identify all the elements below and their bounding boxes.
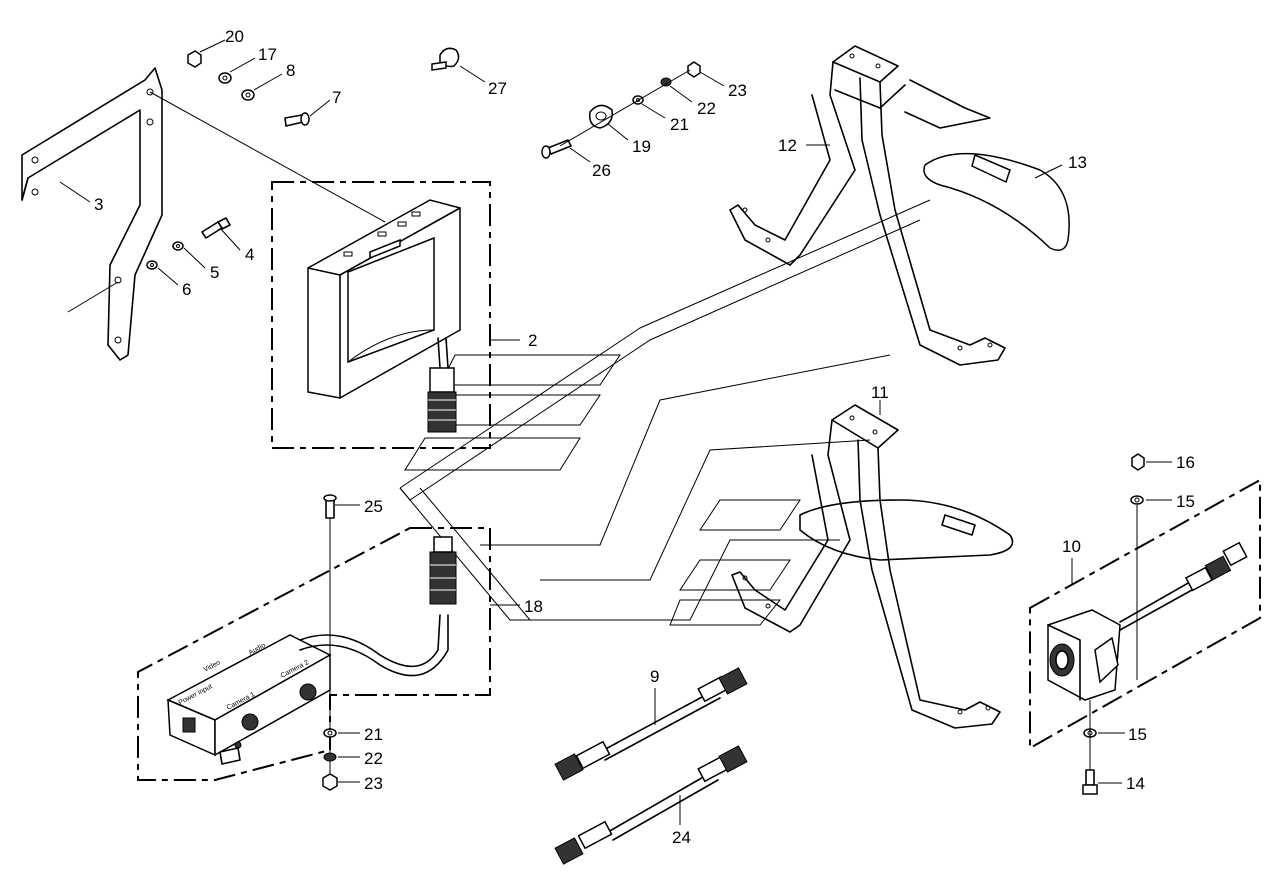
cable-9 (554, 667, 748, 781)
callout-14: 14 (1126, 774, 1145, 793)
mounting-bracket-3 (21, 67, 386, 361)
washer-22-top (660, 77, 672, 87)
screw-4 (201, 217, 231, 239)
callout-21-top: 21 (670, 115, 689, 134)
callout-18: 18 (524, 597, 543, 616)
bracket-11 (731, 404, 1014, 729)
screw-26 (541, 139, 572, 159)
callout-24: 24 (672, 828, 691, 847)
callout-10: 10 (1062, 537, 1081, 556)
screw-7 (284, 112, 310, 127)
screw-14 (1082, 769, 1098, 795)
label-video: Video (203, 659, 222, 674)
bracket-12 (729, 45, 1006, 366)
callout-23-top: 23 (728, 81, 747, 100)
control-box-18: Video Audio Power input Camera 1 Camera … (137, 527, 491, 781)
callout-22-top: 22 (697, 99, 716, 118)
callout-16: 16 (1176, 453, 1195, 472)
nut-23-bottom (322, 773, 338, 791)
callout-6: 6 (182, 280, 191, 299)
washer-6 (146, 260, 158, 270)
clamp-27 (431, 47, 460, 71)
nut-23-top (687, 61, 701, 78)
washer-15-top (1130, 495, 1144, 505)
callout-4: 4 (245, 245, 254, 264)
callout-17: 17 (258, 45, 277, 64)
callout-25: 25 (364, 497, 383, 516)
callout-numbers: 20 17 8 7 3 4 5 6 2 27 26 19 21 22 23 12… (94, 27, 1195, 847)
callout-19: 19 (632, 137, 651, 156)
callout-27: 27 (488, 79, 507, 98)
callout-21-bottom: 21 (364, 725, 383, 744)
tractor-outline (399, 199, 931, 626)
callout-5: 5 (210, 263, 219, 282)
washer-8 (241, 89, 255, 101)
callout-20: 20 (225, 27, 244, 46)
callout-8: 8 (286, 61, 295, 80)
callout-26: 26 (592, 161, 611, 180)
callout-2: 2 (528, 331, 537, 350)
cover-13 (923, 152, 1070, 251)
nut-20 (187, 50, 202, 68)
callout-23-bottom: 23 (364, 774, 383, 793)
nut-16 (1131, 453, 1145, 471)
callout-22-bottom: 22 (364, 749, 383, 768)
washer-5 (172, 241, 184, 251)
callout-13: 13 (1068, 153, 1087, 172)
washer-22-bottom (323, 752, 337, 762)
cable-24 (554, 745, 748, 865)
callout-7: 7 (332, 88, 341, 107)
callout-12: 12 (778, 136, 797, 155)
callout-9: 9 (650, 667, 659, 686)
clamp-19 (588, 104, 613, 129)
leader-lines (59, 39, 1172, 825)
callout-3: 3 (94, 195, 103, 214)
camera-10 (1029, 478, 1261, 750)
callout-11: 11 (871, 383, 889, 402)
monitor-2 (271, 181, 491, 449)
washer-21-bottom (323, 728, 337, 738)
washer-17 (218, 72, 232, 84)
callout-15-top: 15 (1176, 492, 1195, 511)
callout-15-bottom: 15 (1128, 725, 1147, 744)
